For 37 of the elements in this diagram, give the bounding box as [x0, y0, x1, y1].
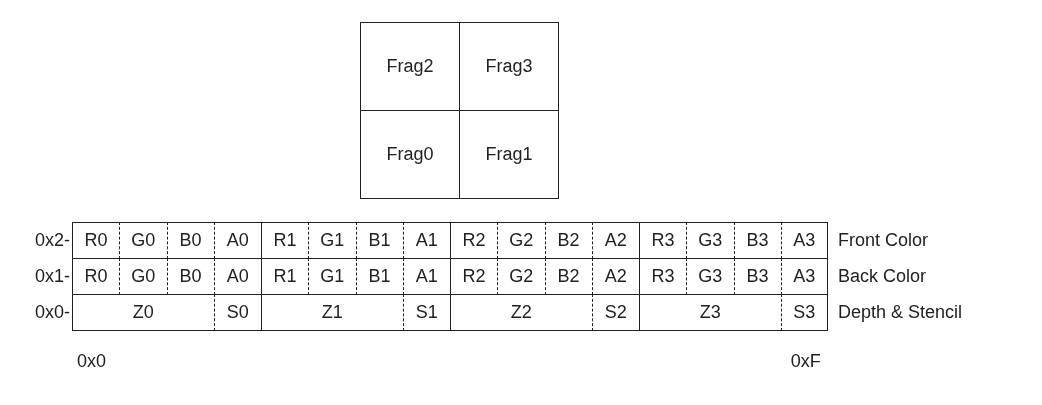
fragment-cell: Frag3	[459, 22, 559, 111]
buffer-label: Back Color	[838, 265, 927, 287]
memory-cell: G1	[308, 222, 356, 259]
memory-cell: R3	[639, 222, 687, 259]
memory-cell: B2	[544, 222, 592, 259]
memory-cell: A0	[213, 222, 261, 259]
fragment-cell: Frag0	[360, 110, 460, 199]
memory-cell: A3	[780, 222, 828, 259]
memory-cell: Z0	[72, 294, 214, 331]
memory-cell: A3	[780, 258, 828, 295]
memory-cell: Z2	[450, 294, 592, 331]
offset-label: 0x0	[77, 350, 107, 372]
memory-cell: B3	[733, 222, 781, 259]
buffer-label: Depth & Stencil	[838, 301, 963, 323]
memory-cell: Z1	[261, 294, 403, 331]
offset-label: 0xF	[790, 350, 821, 372]
address-label: 0x0-	[35, 301, 70, 323]
address-label: 0x2-	[35, 229, 70, 251]
memory-cell: S3	[780, 294, 828, 331]
memory-cell: G0	[119, 222, 167, 259]
memory-cell: R2	[450, 222, 498, 259]
fragment-cell: Frag2	[360, 22, 460, 111]
fragment-cell: Frag1	[459, 110, 559, 199]
memory-cell: B0	[166, 222, 214, 259]
memory-cell: R0	[72, 222, 120, 259]
memory-cell: B1	[355, 222, 403, 259]
memory-cell: S0	[213, 294, 261, 331]
memory-cell: S2	[591, 294, 639, 331]
memory-cell: Z3	[639, 294, 781, 331]
memory-cell: A1	[402, 222, 450, 259]
memory-cell: G3	[686, 222, 734, 259]
memory-cell: A2	[591, 222, 639, 259]
memory-cell: S1	[402, 294, 450, 331]
memory-cell: G2	[497, 222, 545, 259]
buffer-label: Front Color	[838, 229, 929, 251]
address-label: 0x1-	[35, 265, 70, 287]
memory-cell: R1	[261, 222, 309, 259]
